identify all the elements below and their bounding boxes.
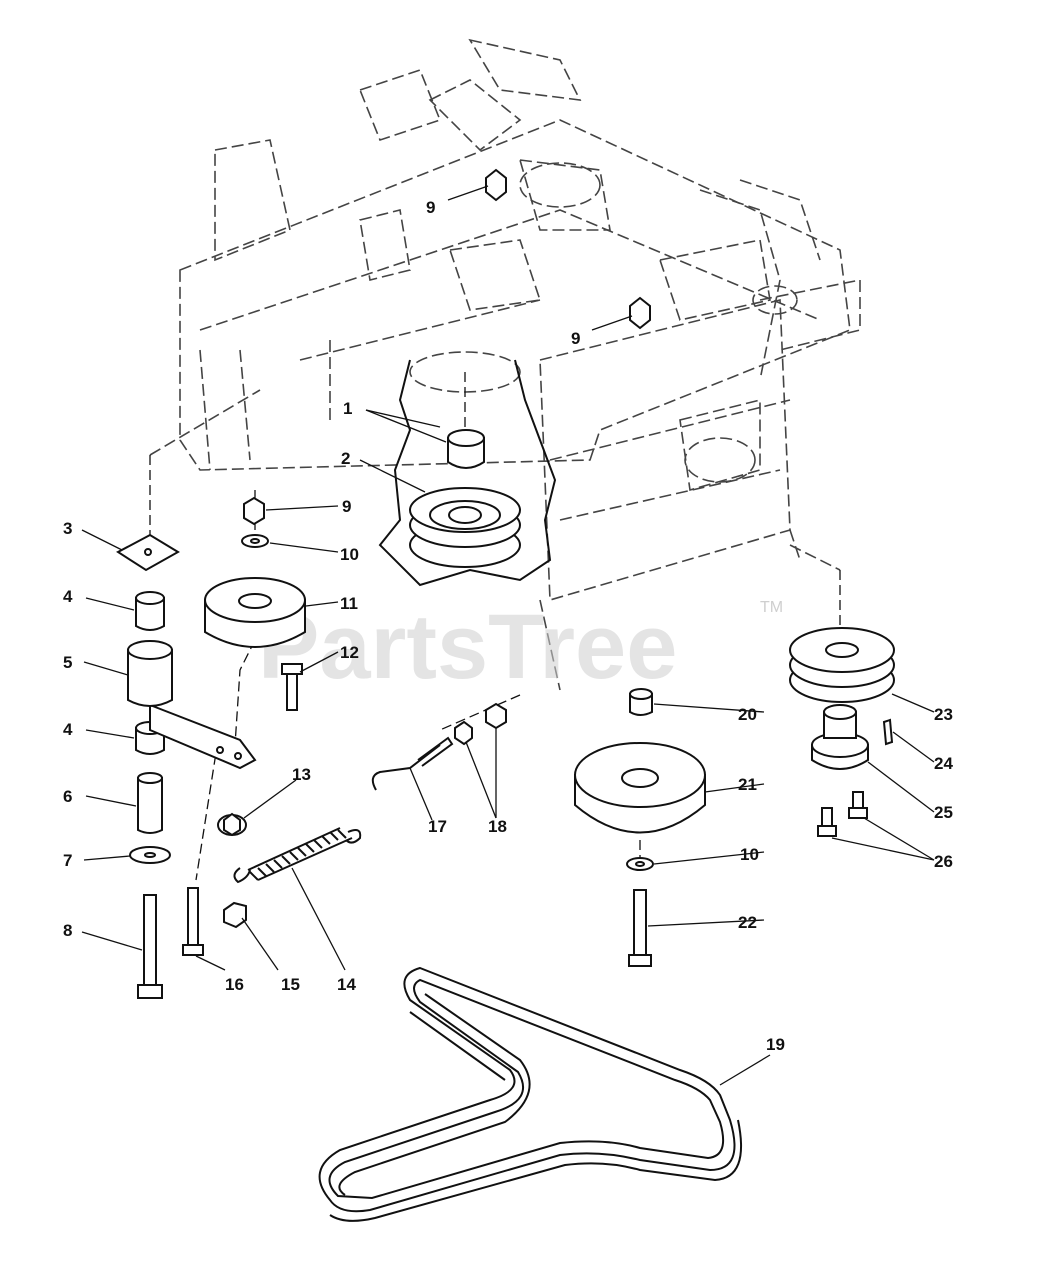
part-washer-10-b: [626, 857, 654, 871]
callout-12: 12: [340, 643, 359, 662]
breakout-outline: [378, 359, 557, 587]
part-nut-9-b: [629, 296, 651, 330]
plate-hole: [144, 548, 152, 556]
callout-labels: 1 2 3 4 4 5 6 7 8 9 9 9 10 10 11 12 13 1…: [63, 198, 953, 1054]
callout-20: 20: [738, 705, 757, 724]
callout-25: 25: [934, 803, 953, 822]
part-washer-7: [129, 846, 171, 864]
callout-13: 13: [292, 765, 311, 784]
callout-19: 19: [766, 1035, 785, 1054]
part-bolt-16: [182, 887, 204, 956]
callout-9-b: 9: [571, 329, 580, 348]
callout-9-a: 9: [426, 198, 435, 217]
callout-6: 6: [63, 787, 72, 806]
callout-5: 5: [63, 653, 72, 672]
part-bolt-12: [281, 663, 303, 711]
mower-frame: [149, 38, 861, 691]
callout-15: 15: [281, 975, 300, 994]
part-idler-pulley-21: [574, 742, 706, 834]
part-engine-pulley-2: [409, 487, 521, 568]
callout-1: 1: [343, 399, 352, 418]
leader-lines: [81, 185, 935, 1086]
callout-10-b: 10: [740, 845, 759, 864]
part-nut-15: [223, 901, 247, 929]
part-bolt-8: [137, 894, 163, 999]
part-key-24: [882, 718, 894, 746]
part-spring-14: [233, 827, 362, 884]
callout-16: 16: [225, 975, 244, 994]
part-hook-bolt-17: [371, 736, 454, 791]
watermark-trademark: TM: [760, 599, 783, 616]
part-screws-26: [817, 791, 868, 837]
callout-18: 18: [488, 817, 507, 836]
callout-4-upper: 4: [63, 587, 73, 606]
part-bolt-22: [628, 889, 652, 967]
callout-17: 17: [428, 817, 447, 836]
callout-21: 21: [738, 775, 757, 794]
part-bushing-1: [447, 429, 485, 469]
callout-4-lower: 4: [63, 720, 73, 739]
part-spacer-6: [137, 772, 163, 834]
part-flange-nut-13: [217, 812, 247, 837]
callout-8: 8: [63, 921, 72, 940]
part-idler-arm-5: [127, 640, 257, 770]
callout-3: 3: [63, 519, 72, 538]
callout-11: 11: [340, 594, 358, 613]
callout-26: 26: [934, 852, 953, 871]
callout-7: 7: [63, 851, 72, 870]
part-nut-18-a: [454, 720, 473, 746]
callout-24: 24: [934, 754, 953, 773]
callout-22: 22: [738, 913, 757, 932]
callout-14: 14: [337, 975, 356, 994]
part-idler-pulley-11: [204, 577, 306, 648]
part-nut-9-a: [485, 168, 507, 202]
callout-2: 2: [341, 449, 350, 468]
callout-9-c: 9: [342, 497, 351, 516]
callout-23: 23: [934, 705, 953, 724]
watermark: PartsTree TM: [258, 596, 783, 698]
part-nut-9-c: [243, 496, 265, 526]
part-deck-pulley-23: [789, 627, 895, 703]
watermark-text: PartsTree: [258, 596, 677, 698]
part-hub-25: [811, 704, 869, 770]
callout-10-a: 10: [340, 545, 359, 564]
part-nut-18-b: [485, 702, 507, 730]
part-drive-belt-19: [318, 966, 742, 1222]
part-bushing-4-upper: [135, 591, 165, 631]
part-spacer-20: [629, 688, 653, 716]
part-washer-10-a: [241, 534, 269, 548]
